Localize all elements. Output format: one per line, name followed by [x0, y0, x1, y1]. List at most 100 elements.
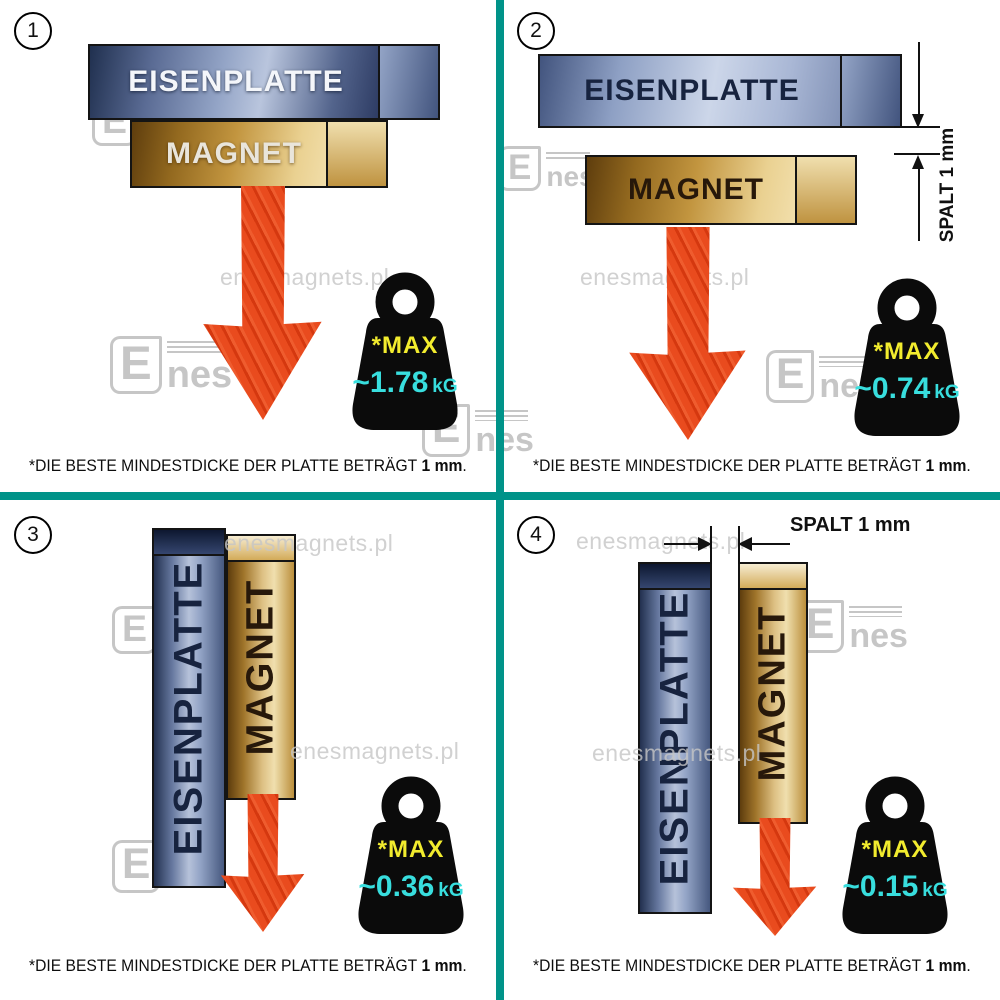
dimension-arrow-left-icon [738, 537, 752, 551]
magnet-block: MAGNET [130, 120, 388, 188]
caption-period: . [462, 956, 467, 975]
caption: *DIE BESTE MINDESTDICKE DER PLATTE BETRÄ… [8, 956, 488, 976]
kettlebell-shape [854, 278, 960, 436]
enes-logo-watermark: E nes [796, 600, 908, 653]
plate-end-cap [378, 46, 438, 118]
plate-top-cap [154, 530, 224, 556]
magnet-block: MAGNET [738, 562, 808, 824]
iron-plate: EISENPLATTE [88, 44, 440, 120]
caption-text: *DIE BESTE MINDESTDICKE DER PLATTE BETRÄ… [29, 956, 418, 975]
force-unit: kG [934, 382, 960, 403]
panel-number-badge: 3 [14, 516, 52, 554]
force-number: ~1.78 [352, 366, 429, 399]
pull-direction-arrow [629, 227, 746, 440]
pull-direction-arrow [732, 818, 817, 936]
site-watermark: enesmagnets.pl [580, 264, 750, 290]
plate-end-cap [840, 56, 900, 126]
enes-logo-watermark: E nes [498, 146, 595, 191]
dimension-line [752, 543, 790, 545]
caption-text: *DIE BESTE MINDESTDICKE DER PLATTE BETRÄ… [533, 456, 922, 475]
iron-plate-label: EISENPLATTE [128, 65, 344, 98]
logo-lines-icon [849, 605, 903, 617]
kettlebell-shape [352, 272, 458, 430]
gap-label: SPALT 1 mm [937, 127, 958, 243]
panel-2: 2 E nes E nes enesmagnets.pl EISENPLATTE… [498, 0, 1000, 492]
dimension-arrow-down-icon [912, 114, 924, 128]
vertical-divider [496, 0, 504, 1000]
iron-plate-label: EISENPLATTE [166, 560, 211, 856]
panel-3: 3 enesmagnets.pl enesmagnets.pl E nes E … [0, 500, 496, 1000]
kettlebell-shape [842, 776, 948, 934]
caption-period: . [462, 456, 467, 475]
iron-plate-label: EISENPLATTE [584, 74, 800, 107]
enes-logo-watermark: E nes [110, 336, 232, 394]
max-label: *MAX [861, 836, 929, 863]
force-number: ~0.36 [358, 870, 435, 903]
site-watermark: enesmagnets.pl [224, 530, 394, 556]
logo-nes-text: nes [475, 420, 534, 459]
max-label: *MAX [371, 332, 439, 359]
logo-nes-text: nes [166, 353, 233, 396]
iron-plate-label: EISENPLATTE [652, 590, 697, 886]
iron-plate: EISENPLATTE [538, 54, 902, 128]
logo-e-glyph: E [766, 350, 815, 403]
logo-lines-icon [546, 152, 590, 161]
logo-lines-icon [166, 341, 226, 354]
magnet-label: MAGNET [628, 173, 764, 206]
caption: *DIE BESTE MINDESTDICKE DER PLATTE BETRÄ… [8, 456, 488, 476]
dimension-line [918, 42, 920, 114]
caption-bold: 1 mm [421, 956, 463, 975]
panel-number-badge: 1 [14, 12, 52, 50]
dimension-line [918, 169, 920, 241]
dimension-line [664, 543, 700, 545]
gap-label: SPALT 1 mm [790, 514, 911, 536]
logo-e-glyph: E [112, 606, 158, 654]
force-unit: kG [922, 880, 948, 901]
force-number: ~0.15 [842, 870, 919, 903]
max-label: *MAX [377, 836, 445, 863]
caption-period: . [966, 456, 971, 475]
caption-period: . [966, 956, 971, 975]
magnet-top-cap [740, 564, 806, 590]
kettlebell-shape [358, 776, 464, 934]
dimension-arrow-up-icon [912, 155, 924, 169]
pull-direction-arrow [220, 794, 305, 932]
magnet-block: MAGNET [585, 155, 857, 225]
dimension-tick [894, 153, 940, 155]
caption-bold: 1 mm [925, 956, 967, 975]
site-watermark: enesmagnets.pl [592, 740, 762, 766]
logo-e-glyph: E [498, 146, 542, 191]
magnet-label: MAGNET [166, 137, 302, 170]
horizontal-divider [0, 492, 1000, 500]
force-unit: kG [438, 880, 464, 901]
caption-text: *DIE BESTE MINDESTDICKE DER PLATTE BETRÄ… [29, 456, 418, 475]
plate-top-cap [640, 564, 710, 590]
magnet-end-cap [326, 122, 386, 186]
caption: *DIE BESTE MINDESTDICKE DER PLATTE BETRÄ… [512, 956, 992, 976]
iron-plate: EISENPLATTE [152, 528, 226, 888]
caption: *DIE BESTE MINDESTDICKE DER PLATTE BETRÄ… [512, 456, 992, 476]
site-watermark: enesmagnets.pl [576, 528, 746, 554]
panel-4: 4 enesmagnets.pl enesmagnets.pl E nes SP… [504, 500, 1000, 1000]
magnet-block: MAGNET [226, 534, 296, 800]
dimension-arrow-right-icon [698, 537, 712, 551]
caption-bold: 1 mm [421, 456, 463, 475]
iron-plate: EISENPLATTE [638, 562, 712, 914]
panel-number-badge: 2 [517, 12, 555, 50]
logo-e-glyph: E [110, 336, 162, 394]
caption-bold: 1 mm [925, 456, 967, 475]
max-label: *MAX [873, 338, 941, 365]
panel-number-badge: 4 [517, 516, 555, 554]
logo-nes-text: nes [849, 616, 908, 655]
magnet-end-cap [795, 157, 855, 223]
logo-lines-icon [819, 355, 873, 367]
